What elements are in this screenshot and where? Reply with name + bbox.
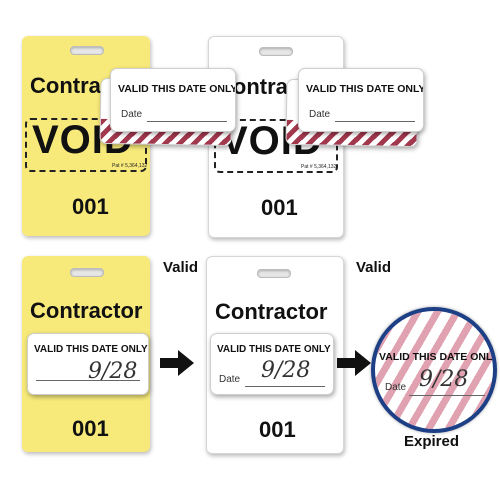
- sticker-valid-text: VALID THIS DATE ONLY: [306, 83, 424, 95]
- patent-number: Pat # 5,364,132: [112, 163, 148, 169]
- expired-date-label: Date: [385, 382, 407, 393]
- sticker-date-line: [36, 380, 140, 381]
- sticker-valid-text: VALID THIS DATE ONLY: [217, 344, 331, 355]
- arrow-right-icon: [160, 350, 194, 376]
- badge-hanger-slot: [70, 268, 104, 277]
- handwritten-date: 9/28: [419, 367, 469, 392]
- sticker-valid-text: VALID THIS DATE ONLY: [118, 83, 236, 95]
- bottom-sticker-2: VALID THIS DATE ONLY Date 9/28: [210, 333, 334, 395]
- expired-magnifier-circle: VALID THIS DATE ONLY Date 9/28: [371, 307, 497, 433]
- expired-date-line: [409, 395, 485, 396]
- badge-hanger-slot: [259, 47, 293, 56]
- top-sticker-1: VALID THIS DATE ONLY Date: [110, 68, 236, 132]
- badge-hanger-slot: [70, 46, 104, 55]
- badge-number: 001: [259, 417, 296, 442]
- badge-hanger-slot: [257, 269, 291, 278]
- sticker-valid-text: VALID THIS DATE ONLY: [34, 344, 148, 355]
- arrow-right-icon: [337, 350, 371, 376]
- sticker-date-label: Date: [121, 109, 143, 120]
- handwritten-date: 9/28: [88, 359, 138, 384]
- badge-number: 001: [72, 194, 109, 219]
- void-dashed-box: [25, 118, 147, 172]
- sticker-date-label: Date: [309, 109, 331, 120]
- expired-sticker-text: VALID THIS DATE ONLY: [379, 351, 497, 363]
- handwritten-date: 9/28: [261, 358, 311, 383]
- badge-number: 001: [72, 416, 109, 441]
- void-dashed-box: [214, 119, 338, 173]
- bottom-sticker-1: VALID THIS DATE ONLY 9/28: [27, 333, 149, 395]
- patent-number: Pat # 5,364,132: [301, 164, 337, 170]
- top-sticker-2: VALID THIS DATE ONLY Date: [298, 68, 424, 132]
- sticker-date-line: [147, 121, 227, 122]
- status-label-expired: Expired: [404, 433, 460, 450]
- status-label-valid-1: Valid: [163, 259, 199, 276]
- sticker-date-line: [335, 121, 415, 122]
- sticker-date-label: Date: [219, 374, 241, 385]
- sticker-date-line: [245, 386, 325, 387]
- status-label-valid-2: Valid: [356, 259, 392, 276]
- badge-title: Contractor: [215, 299, 328, 324]
- badge-number: 001: [261, 195, 298, 220]
- badge-title: Contractor: [30, 298, 143, 323]
- expired-stripes: [375, 311, 493, 429]
